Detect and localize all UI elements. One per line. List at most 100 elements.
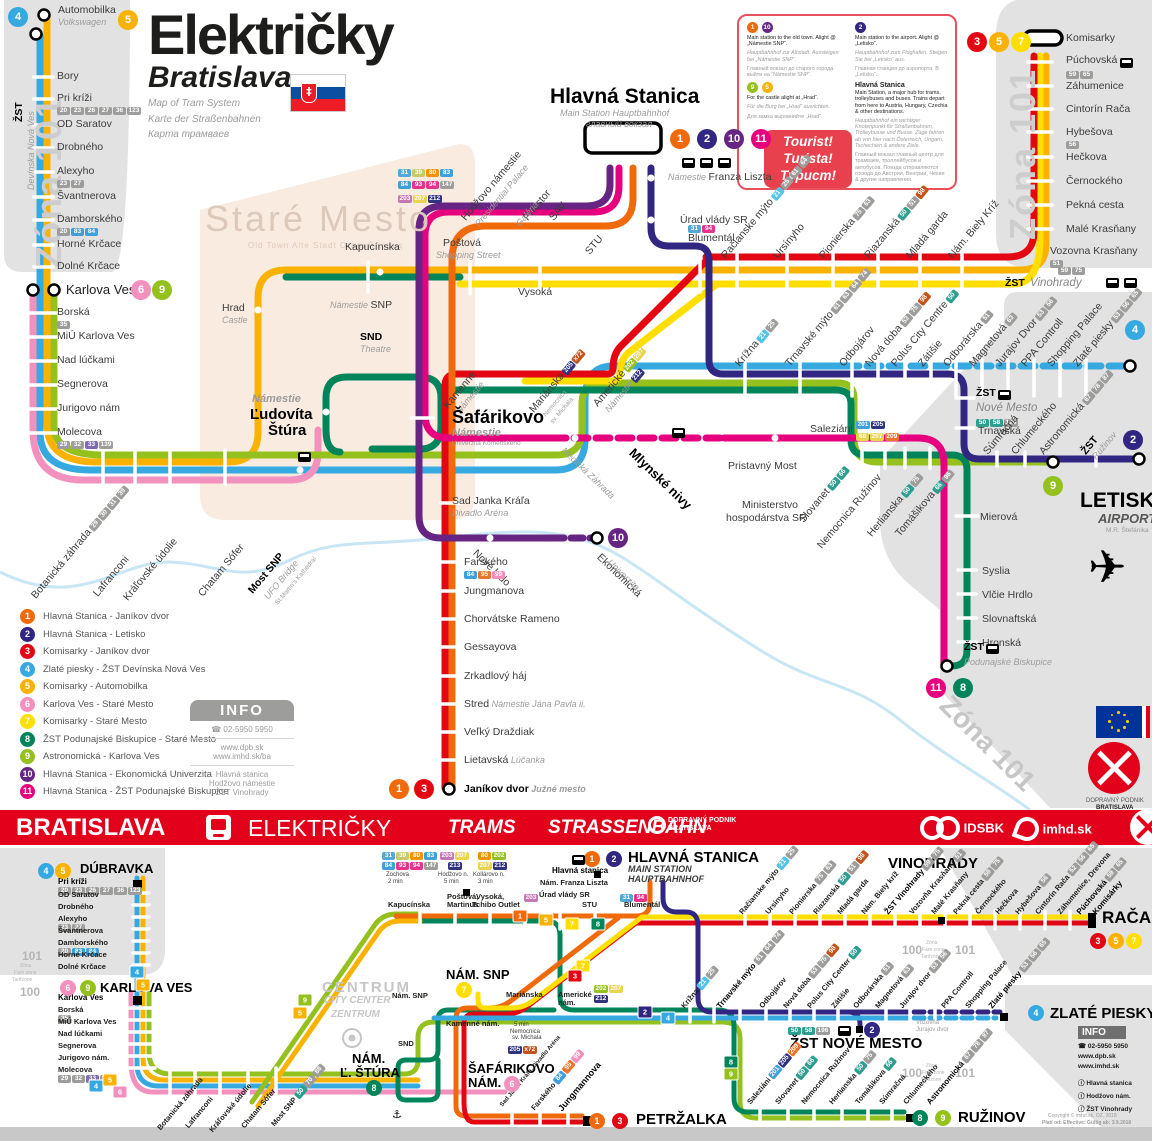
footer-strip [0,1127,1152,1141]
bus-badge: 20 [57,228,70,237]
bus-badge: 58 [802,1027,815,1035]
station-dot [486,534,494,542]
info-point: Hodžovo nám. [1086,1093,1131,1100]
vehicle-icon [1120,58,1133,68]
terminus-circle [26,283,40,297]
phone-icon: ☎ [1078,1043,1088,1050]
station-label: Tarifzone [921,954,942,960]
major-terminus [583,121,663,155]
station-label: 101 [22,949,43,963]
station-label: Karlova Ves [66,282,136,297]
map-region [200,144,475,520]
line-11-chip: 11 [751,129,771,149]
station-dot [571,434,579,442]
bus-badge: 202 [492,852,506,860]
bus-badge: 83 [440,169,453,177]
station-label: Bory [57,70,79,82]
station-label: Pristavný Most [728,460,797,472]
info-point: ŽST Vinohrady [1086,1106,1133,1113]
bus-badge: 26 [85,107,98,116]
bus-badge: 95 [478,571,491,580]
station-label: Chorvátske Rameno [464,613,560,625]
bus-badge: 20 [57,107,70,116]
line-2-badge: 2 [855,22,866,33]
bus-badge: 75 [1072,267,1085,275]
info-icon: ⓘ [1078,1080,1087,1087]
bus-badge: 31 [382,852,395,860]
bus-badge: 20 [58,887,71,896]
terminus-square [133,880,142,889]
bus-badge: 27 [100,887,113,896]
station-label: Drobného [57,141,104,153]
station-label: Hrad [222,302,245,314]
banner-trams: TRAMS [448,817,516,838]
tram-line [134,875,421,1089]
tram-line [521,280,721,385]
bus-badge: 31 [620,894,633,902]
station-label: Stred Námestie Jána Pavla ii. [464,698,586,710]
station-label: Karlova Ves [58,993,104,1002]
station-label: 213 [448,859,463,871]
tourist-text: Main Station, a major hub for trams, tro… [855,90,948,115]
terminus-square [583,1116,592,1126]
line-1-chip: 1 [589,1113,605,1129]
station-label: Univerzita Komenského [452,440,521,447]
map-region [985,0,1152,268]
line-9-chip: 9 [1043,476,1063,496]
tram-line [421,164,623,442]
line-5-chip: 5 [538,913,554,927]
terminus-circle [29,27,43,41]
line-4-chip: 4 [38,863,54,879]
station-label: Kapucínska [345,241,400,253]
tram-line [647,164,1136,463]
station-label: Tarifzone [12,977,33,983]
station-label: Fare zone [922,947,945,953]
station-label: Jurajov dvor [916,1027,949,1033]
legend-route-label: Hlavná Stanica - ŽST Podunajské Biskupic… [43,786,229,798]
line-7-chip: 7 [456,982,472,998]
line-6-badge: 6 [20,696,35,712]
bus-badge: 33 [86,1074,99,1083]
bus-badge: 207 [870,433,884,441]
vehicle-icon [718,158,731,168]
phone-icon: ☎ [211,725,224,734]
bottom-banner: BRATISLAVA ELEKTRIČKY TRAMS STRASSENBAHN… [0,809,1152,845]
line-5-chip: 5 [135,978,151,992]
station-label: RAČA [1102,908,1152,927]
terminus-square [594,871,601,878]
station-label: CITY CENTER [324,995,391,1006]
station-label: Theatre [360,344,392,354]
terminus-circle [1046,455,1060,469]
station-label: Púchovská [1066,54,1118,66]
station-label: Slovnaftská [982,613,1037,625]
info-box-top: INFO ☎ 02-5950 5950 www.dpb.sk www.imhd.… [190,700,294,801]
legend-route-label: Hlavná Stanica - Ekonomická Univerzita [43,768,212,780]
station-label: Šafárikovo [452,407,545,427]
station-label: Hečkova [1066,151,1107,163]
line-1-chip: 1 [389,779,409,799]
station-label: Úrad vlády SR [539,890,590,899]
station-label: Kollárovo n. [473,872,505,878]
station-label: Štúra [268,422,307,439]
terminus-square [906,1114,914,1122]
station-label: Main Station Hauptbahnhof [560,108,670,118]
bus-badge: 33 [85,441,98,450]
bus-badge: 212 [427,195,442,203]
bus-badge: 29 [58,1074,71,1083]
bus-badge: 56 [1066,141,1079,150]
station-label: Podunajské Biskupice [964,657,1053,667]
